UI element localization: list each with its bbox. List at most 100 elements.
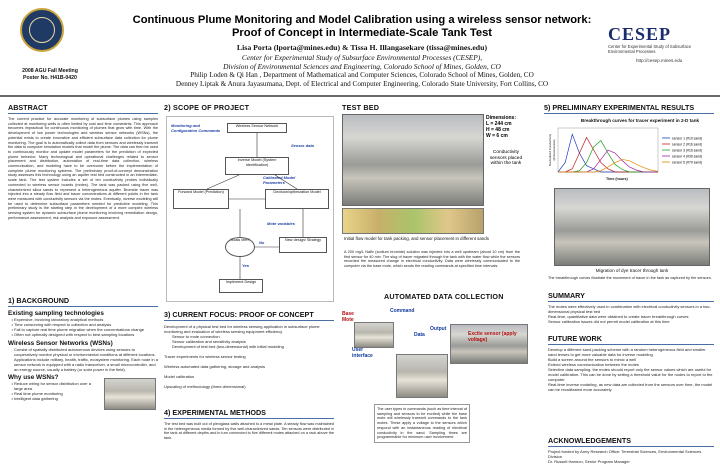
ack-bullet: Dr. Russell Harmon, Senior Program Manag… [548,459,630,464]
flow-node-decision: Decision/optimization Model [265,189,329,209]
flow-arrows [206,133,304,279]
existing-tech-list: Expensive, involving laboratory analytic… [8,317,158,337]
output-label: Output [430,326,447,332]
ack-text: Project funded by Army Research Office: … [548,449,702,459]
dim-length: L = 244 cm [486,121,512,127]
flow-node-goals: Goals Met? [225,237,255,257]
excite-sensor-label: Excite sensor (apply voltage) [468,331,517,343]
list-item: Build a screen around the sensors to mim… [548,357,637,362]
user-interface-label: User interface [352,347,373,359]
results-section: 5) PRELIMINARY EXPERIMENTAL RESULTS [544,103,714,114]
flow-node-implement: Implement Design [219,279,263,293]
header-divider [0,95,720,97]
flow-node-forward: Forward Model (Prediction) [173,189,229,209]
breakthrough-chart: sensor 1 (#10 sand)sensor 2 (#16 sand)se… [546,124,714,184]
list-item: Often not optimally designed with respec… [14,332,158,337]
cesep-logo: CESEP [608,24,672,44]
list-item: Fail to capture real time plume migratio… [14,327,158,332]
meeting-info: 2008 AGU Fall Meeting Poster No. H41B-04… [6,68,94,81]
legend-label-3: sensor 3 (#16 sand) [672,149,702,153]
affiliation-2: Division of Environmental Sciences and E… [223,62,501,71]
scope-section: 2) SCOPE OF PROJECT [164,103,334,112]
authors-line-3: Denney Liptak & Anura Jayasumana, Dept. … [175,80,549,88]
school-seal-logo [20,8,64,52]
authors-line-2: Philip Loden & Qi Han , Department of Ma… [190,71,534,79]
cesep-subtitle: Center for Experimental Study of Subsurf… [608,44,692,55]
list-item: Sensor calibration issues did not permit… [548,319,670,324]
chart-xlabel: Time (hours) [606,177,628,181]
wsn-text: Consist of spatially distributed autonom… [14,347,158,372]
list-item: Model calibration [164,374,195,379]
acknowledgements-section: ACKNOWLEDGEMENTS Project funded by Army … [548,436,714,464]
legend-label-1: sensor 1 (#10 sand) [672,137,702,141]
list-item: Extend wireless communication between th… [548,362,639,367]
series-line-5 [558,159,659,173]
list-item: Expensive, involving laboratory analytic… [14,317,158,322]
future-work-section: FUTURE WORK Develop a different sand pac… [548,334,714,392]
list-item: Develop a different sand packing scheme … [548,347,706,357]
current-focus-heading: 3) CURRENT FOCUS: PROOF OF CONCEPT [164,310,334,321]
legend-label-4: sensor 4 (#30 sand) [672,155,702,159]
existing-tech-heading: Existing sampling technologies [8,310,104,317]
testbed-photo [342,114,484,206]
experimental-text: The test bed was built out of plexiglass… [164,422,334,441]
list-item: Real time plume monitoring [14,391,100,396]
future-work-list: Develop a different sand packing scheme … [548,347,714,392]
chart-title: Breakthrough curves for tracer experimen… [580,118,700,123]
abstract-text: The current practice for accurate monito… [8,117,158,220]
tank-mote-photo [450,324,528,364]
summary-heading: SUMMARY [548,291,714,302]
series-line-3 [558,140,658,173]
list-item: The motes were effectively used in combi… [548,304,711,314]
flow-node-wsn: Wireless Sensor Network [227,123,287,133]
affiliation-1: Center for Experimental Study of Subsurf… [241,53,483,62]
list-item: Sensor to mote connection [172,334,220,339]
poster-title: Continuous Plume Monitoring and Model Ca… [132,14,592,39]
summary-section: SUMMARY The motes were effectively used … [548,291,714,324]
list-item: Real-time, quantitative data were obtain… [548,314,689,319]
summary-list: The motes were effectively used in combi… [548,304,714,324]
base-mote-photo [354,322,394,348]
chart-svg: sensor 1 (#10 sand)sensor 2 (#16 sand)se… [557,127,702,173]
list-item: Development of test bed (two-dimensional… [172,344,284,349]
list-item: Real-time inverse modeling, as new data … [548,382,713,392]
testbed-heading: TEST BED [342,103,380,112]
automated-heading: AUTOMATED DATA COLLECTION [384,292,504,301]
experimental-heading: 4) EXPERIMENTAL METHODS [164,408,334,419]
scope-flowchart: Wireless Sensor Network Inverse Model (S… [166,116,334,302]
scope-heading: 2) SCOPE OF PROJECT [164,103,250,112]
flow-model-image [342,208,484,234]
wsn-heading: Wireless Sensor Networks (WSNs) [8,340,113,347]
list-item: Selective data sampling: the motes shoul… [548,367,713,382]
laptop-photo [396,354,448,398]
results-text: The breakthrough curves illustrate the m… [548,276,712,280]
future-work-heading: FUTURE WORK [548,334,714,345]
list-item: Reduce wiring for sensor distribution ov… [14,381,100,391]
abstract-heading: ABSTRACT [8,103,158,114]
flow-label-yes: Yes [242,263,249,268]
flow-label-commands: Monitoring and Configuration Commands [171,123,221,133]
tank-dimensions: Dimensions: L = 244 cm H = 48 cm W = 6 c… [486,115,528,139]
chart-ylabel: Normalized Conductivity (dimensionless) [548,133,556,167]
flow-label-no: No [259,240,265,245]
mote-photo [104,378,156,410]
flow-node-inverse: Inverse Model (System Identification) [225,157,289,175]
data-label: Data [414,332,425,338]
flow-node-new-design: New design/ Strategy [279,237,327,253]
abstract-section: ABSTRACT The current practice for accura… [8,103,158,305]
poster-number: Poster No. H41B-0420 [23,74,77,81]
dims-title: Dimensions: [486,115,517,121]
why-wsn-heading: Why use WSNs? [8,374,59,381]
flow-label-sensor-data: Sensor data [291,143,314,148]
dye-tracer-photo [554,188,710,266]
list-item: Tracer experiments for wireless sensor t… [164,354,246,359]
cesep-url: http://cesep.mines.edu [636,58,683,63]
dim-width: W = 6 cm [486,133,508,139]
list-item: Sensor calibration and sensitivity analy… [172,339,246,344]
background-heading: 1) BACKGROUND [8,296,158,307]
base-mote-label: Base Mote [342,311,354,323]
flow-label-mote-vars: Mote variables [267,221,295,226]
background-section: 1) BACKGROUND Existing sampling technolo… [8,296,158,410]
sensor-callout: Conductivity sensors placed within the t… [489,150,523,167]
list-item: Upscaling of methodology (three-dimensio… [164,384,246,389]
